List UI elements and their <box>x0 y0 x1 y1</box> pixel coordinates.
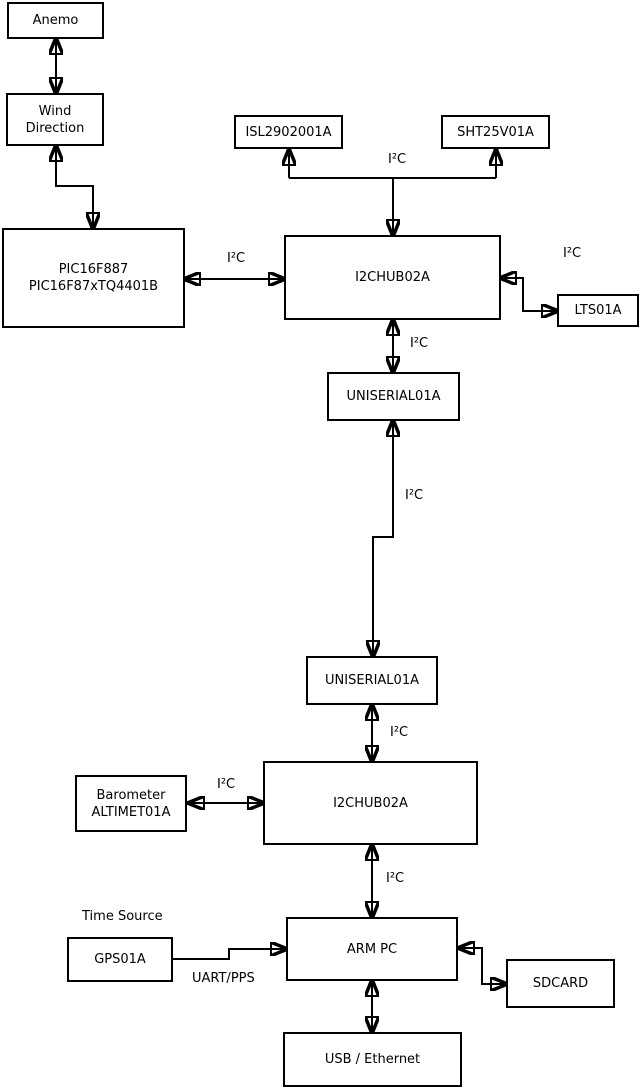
node-anemo-label: Anemo <box>32 13 79 28</box>
node-gps01a-label: GPS01A <box>94 952 146 967</box>
node-uniserial01a-2-label: UNISERIAL01A <box>325 673 419 688</box>
edge-label-i2c-sensors: I²C <box>388 152 407 167</box>
edge-gps-armpc <box>173 949 286 960</box>
node-barometer-line2: ALTIMET01A <box>91 804 171 820</box>
edge-label-i2c-pic-hub: I²C <box>227 251 246 266</box>
node-sht25v01a: SHT25V01A <box>441 115 550 149</box>
node-barometer-line1: Barometer <box>96 787 166 803</box>
node-sht25v01a-label: SHT25V01A <box>457 124 534 140</box>
node-sdcard: SDCARD <box>506 959 615 1008</box>
edge-label-i2c-hub2-armpc: I²C <box>386 871 405 886</box>
node-pic16f887-line2: PIC16F87xTQ4401B <box>28 279 159 294</box>
node-wind-direction: Wind Direction <box>6 93 104 146</box>
node-arm-pc-label: ARM PC <box>346 941 398 957</box>
node-pic16f887-line1: PIC16F887 <box>58 262 129 277</box>
node-wind-direction-line2: Direction <box>25 120 85 136</box>
node-i2chub02a-1: I2CHUB02A <box>284 235 501 320</box>
node-barometer-altimet01a: Barometer ALTIMET01A <box>75 775 187 832</box>
node-lts01a: LTS01A <box>557 294 639 327</box>
node-lts01a-label: LTS01A <box>574 303 622 318</box>
node-isl2902001a-label: ISL2902001A <box>245 124 332 140</box>
node-pic16f887: PIC16F887 PIC16F87xTQ4401B <box>2 228 185 328</box>
node-i2chub02a-1-label: I2CHUB02A <box>355 270 430 285</box>
edge-label-i2c-hub-lts: I²C <box>563 246 582 261</box>
edge-wind-pic <box>56 146 93 228</box>
node-sdcard-label: SDCARD <box>532 976 589 991</box>
edge-label-i2c-barometer-hub2: I²C <box>217 777 236 792</box>
node-wind-direction-line1: Wind <box>38 103 72 119</box>
node-i2chub02a-2-label: I2CHUB02A <box>333 795 408 811</box>
node-uniserial01a-2: UNISERIAL01A <box>306 656 438 705</box>
node-usb-ethernet: USB / Ethernet <box>283 1032 462 1087</box>
node-uniserial01a-1: UNISERIAL01A <box>327 372 460 421</box>
edge-label-i2c-uniserial-link: I²C <box>405 488 424 503</box>
node-isl2902001a: ISL2902001A <box>234 115 343 149</box>
node-anemo: Anemo <box>7 2 104 39</box>
node-gps01a: GPS01A <box>67 937 173 982</box>
edge-label-i2c-hub1-uniserial1: I²C <box>410 336 429 351</box>
node-usb-ethernet-label: USB / Ethernet <box>324 1052 421 1067</box>
node-i2chub02a-2: I2CHUB02A <box>263 761 478 845</box>
edge-armpc-sdcard <box>459 948 506 984</box>
edge-label-uart-pps: UART/PPS <box>192 971 255 986</box>
edge-label-time-source: Time Source <box>82 909 163 924</box>
edge-i2chub1-lts <box>501 278 557 311</box>
edge-label-i2c-uniserial2-hub2: I²C <box>390 725 409 740</box>
node-arm-pc: ARM PC <box>286 917 458 981</box>
node-uniserial01a-1-label: UNISERIAL01A <box>346 389 441 404</box>
edge-uniserial1-uniserial2 <box>373 421 393 656</box>
